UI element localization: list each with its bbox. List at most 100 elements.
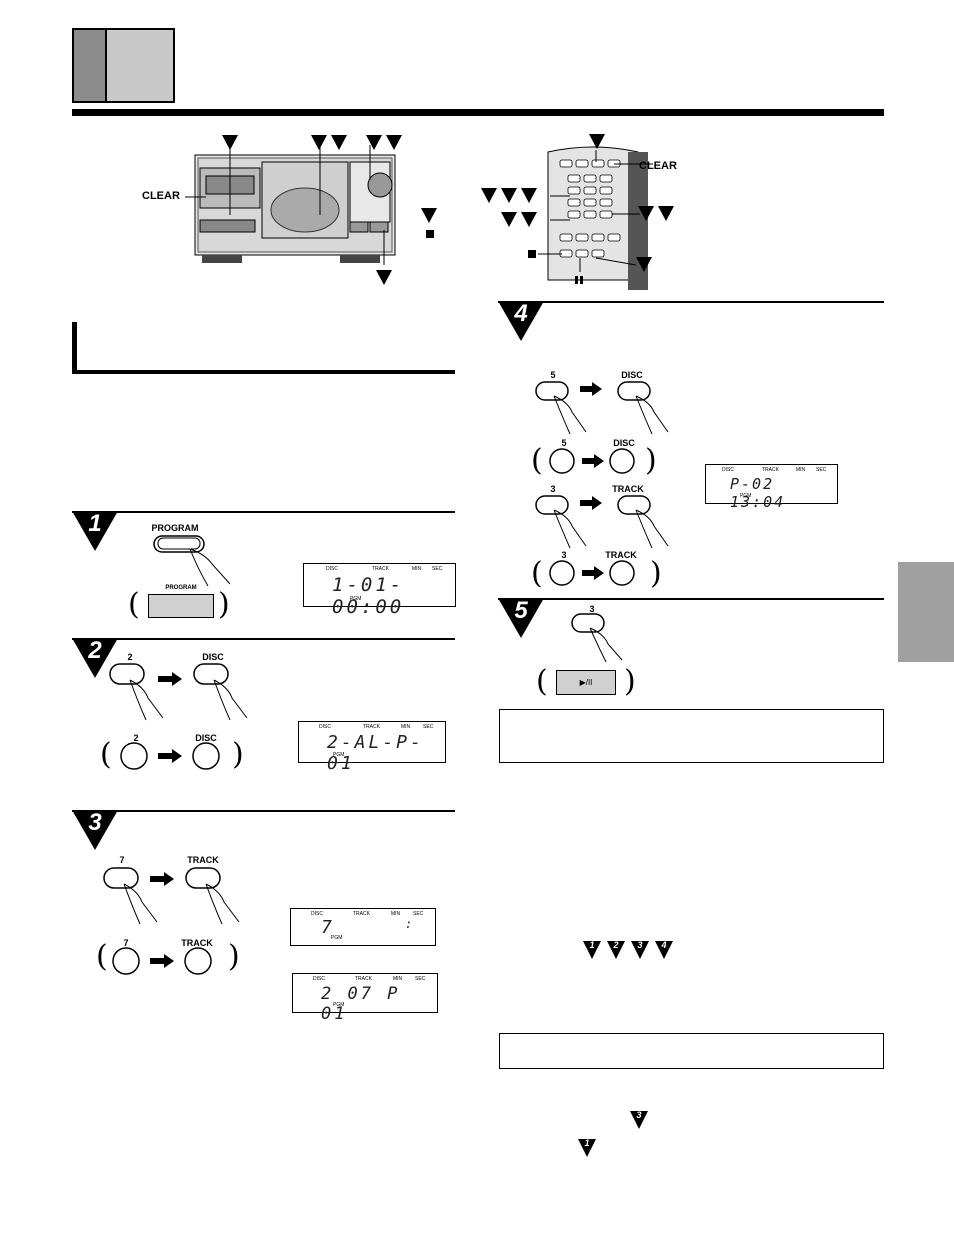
step4-remote-key1-label: 5 xyxy=(561,438,567,448)
step4-marker xyxy=(498,301,544,341)
step3-remote-illustration xyxy=(112,947,212,975)
inline-ref-1: 1 xyxy=(589,940,595,950)
step3-display-b: DISC TRACK MIN SEC 2 07 P 01 PGM xyxy=(292,973,438,1024)
step5-number: 5 xyxy=(514,597,528,624)
lcd-readout: 7 xyxy=(321,917,335,938)
header-tab-light xyxy=(107,28,175,103)
inline-step-ref-row2 xyxy=(630,1111,648,1129)
lcd-sec-label: SEC xyxy=(432,566,443,572)
lcd-sec-label: SEC xyxy=(415,976,426,982)
step5-key1-label: 3 xyxy=(589,604,595,614)
note-box-2 xyxy=(499,1033,884,1069)
lcd-min-label: MIN xyxy=(401,724,411,730)
step2-marker xyxy=(72,638,118,678)
step3-key2-label: TRACK xyxy=(187,855,219,865)
step3-rule xyxy=(72,810,455,812)
step4-key4-label: TRACK xyxy=(612,484,644,494)
step5-rule xyxy=(498,598,884,600)
lcd-sec-label: SEC xyxy=(413,911,424,917)
step4-paren-a-right: ) xyxy=(645,443,657,478)
step4-press-b xyxy=(535,495,669,549)
step4-number: 4 xyxy=(514,300,528,327)
header-tab-dark xyxy=(72,28,107,103)
step2-remote-key1-label: 2 xyxy=(133,733,139,743)
step1-paren-left: ( xyxy=(128,587,140,622)
side-tab xyxy=(898,562,954,662)
step2-display: DISC TRACK MIN SEC 2-AL-P-01 PGM xyxy=(298,721,446,774)
inline-step-ref-row3 xyxy=(578,1139,596,1157)
step1-marker xyxy=(72,511,118,551)
step2-remote-illustration xyxy=(120,742,220,770)
step2-key2-label: DISC xyxy=(202,652,224,662)
step4-rule xyxy=(498,301,884,303)
main-unit-illustration xyxy=(185,135,437,285)
step3-number: 3 xyxy=(88,809,102,836)
step1-paren-right: ) xyxy=(218,587,230,622)
lcd-min-label: MIN xyxy=(412,566,422,572)
step5-paren-left: ( xyxy=(536,664,548,699)
program-button-press[interactable] xyxy=(150,534,240,589)
note-box-1 xyxy=(499,709,884,763)
lcd-min-label: MIN xyxy=(393,976,403,982)
lcd-pgm-label: PGM xyxy=(333,752,345,758)
lcd-readout: P-02 13:04 xyxy=(730,475,786,511)
inline-ref-row2-number: 3 xyxy=(636,1110,642,1120)
step2-press-illustration xyxy=(109,663,248,721)
remote-illustration xyxy=(481,134,674,290)
lcd-track-label: TRACK xyxy=(355,976,372,982)
inline-ref-2: 2 xyxy=(613,940,619,950)
inline-ref-3: 3 xyxy=(637,940,643,950)
program-main-button[interactable]: PROGRAM xyxy=(148,585,214,618)
step4-remote-b xyxy=(549,560,635,586)
lcd-disc-label: DISC xyxy=(722,467,734,473)
step3-remote-key1-label: 7 xyxy=(123,938,129,948)
lcd-sec-label: SEC xyxy=(423,724,434,730)
lcd-readout: 2 07 P 01 xyxy=(321,984,401,1024)
lcd-colon: : xyxy=(405,917,416,931)
step4-press-a xyxy=(535,381,669,435)
step1-display: DISC TRACK MIN SEC 1-01-00:00 PGM xyxy=(303,563,456,618)
step3-paren-left: ( xyxy=(96,939,108,974)
step4-remote-key2-label: DISC xyxy=(613,438,635,448)
step4-display: DISC TRACK MIN SEC P-02 13:04 PGM xyxy=(705,464,838,511)
step5-press xyxy=(571,613,623,663)
inline-step-refs-row1 xyxy=(583,941,673,959)
lcd-pgm-label: PGM xyxy=(740,493,752,499)
lcd-disc-label: DISC xyxy=(311,911,323,917)
lcd-track-label: TRACK xyxy=(353,911,370,917)
program-main-button-label: PROGRAM xyxy=(165,585,197,591)
step3-key1-label: 7 xyxy=(119,855,125,865)
lcd-disc-label: DISC xyxy=(313,976,325,982)
clear-label-remote: CLEAR xyxy=(639,160,677,172)
lcd-track-label: TRACK xyxy=(372,566,389,572)
step5-marker xyxy=(498,598,544,638)
lcd-readout: 2-AL-P-01 xyxy=(327,732,424,774)
play-pause-button[interactable]: ▶/II xyxy=(556,670,616,695)
step4-paren-b-left: ( xyxy=(531,556,543,591)
step3-marker xyxy=(72,810,118,850)
step4-remote-a xyxy=(549,448,635,474)
step3-remote-key2-label: TRACK xyxy=(181,938,213,948)
step2-paren-right: ) xyxy=(232,737,244,772)
lcd-pgm-label: PGM xyxy=(333,1002,345,1008)
inline-step-refs-row1-numbers: 1 2 3 4 xyxy=(583,940,677,954)
step3-paren-right: ) xyxy=(228,939,240,974)
step1-rule xyxy=(72,511,455,513)
step3-press-illustration xyxy=(103,867,240,925)
clear-label-main: CLEAR xyxy=(142,190,180,202)
step4-remote-key4-label: TRACK xyxy=(605,550,637,560)
step2-number: 2 xyxy=(88,637,102,664)
step1-button-label: PROGRAM xyxy=(151,523,199,533)
lcd-pgm-label: PGM xyxy=(350,596,362,602)
lcd-track-label: TRACK xyxy=(363,724,380,730)
step1-number: 1 xyxy=(88,510,102,537)
step5-paren-right: ) xyxy=(624,664,636,699)
step2-rule xyxy=(72,638,455,640)
step2-remote-key2-label: DISC xyxy=(195,733,217,743)
header-rule xyxy=(72,109,884,116)
step4-paren-a-left: ( xyxy=(531,443,543,478)
step4-remote-key3-label: 3 xyxy=(561,550,567,560)
section-heading-box xyxy=(72,322,455,374)
lcd-disc-label: DISC xyxy=(326,566,338,572)
inline-ref-row3-number: 1 xyxy=(584,1138,590,1148)
